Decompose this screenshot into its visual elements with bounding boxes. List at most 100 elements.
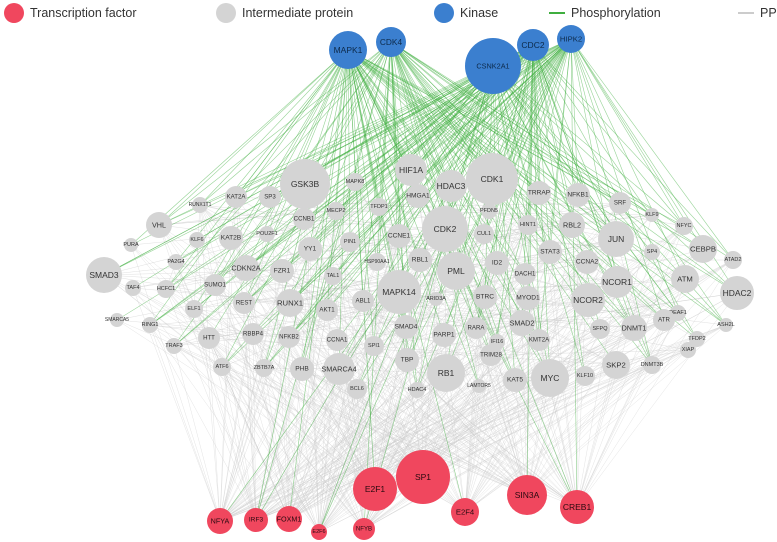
node-kat5: KAT5 xyxy=(503,368,527,392)
node-label: PA2G4 xyxy=(167,259,184,265)
ppi-edge xyxy=(526,328,601,496)
node-circle xyxy=(142,317,158,333)
node-label: POU2F1 xyxy=(256,231,277,237)
ppi-edge xyxy=(255,368,303,521)
node-elf1: ELF1 xyxy=(185,300,203,318)
node-label: CCNB1 xyxy=(294,216,315,223)
node-circle xyxy=(280,159,330,209)
node-circle xyxy=(509,310,535,336)
node-label: HINT1 xyxy=(520,222,536,228)
node-pfdn5: PFDN5 xyxy=(480,203,498,219)
ppi-edge xyxy=(464,364,617,513)
node-label: AKT1 xyxy=(319,307,335,314)
phosphorylation-edge xyxy=(570,38,679,314)
node-label: IFI16 xyxy=(491,339,504,345)
node-ring1: RING1 xyxy=(142,317,158,333)
phosphorylation-edge xyxy=(199,49,349,206)
node-label: RB1 xyxy=(438,368,455,378)
ppi-edge xyxy=(288,309,328,520)
node-label: ATR xyxy=(658,317,670,324)
phosphorylation-edge xyxy=(347,49,653,216)
node-nfyb: NFYB xyxy=(353,518,375,540)
node-circle xyxy=(225,186,247,208)
phosphorylation-edge xyxy=(158,49,349,226)
node-ccna1: CCNA1 xyxy=(326,329,348,351)
phosphorylation-edge xyxy=(532,44,698,340)
node-label: CDK1 xyxy=(481,174,504,184)
phosphorylation-edge xyxy=(450,38,572,187)
node-circle xyxy=(276,289,304,317)
node-circle xyxy=(609,192,631,214)
ppi-edge xyxy=(130,244,221,522)
node-circle xyxy=(353,518,375,540)
node-circle xyxy=(395,154,427,186)
phosphorylation-edge xyxy=(356,38,572,390)
node-label: ATAD2 xyxy=(725,257,742,263)
node-label: TBP xyxy=(401,357,414,364)
node-label: NFYA xyxy=(211,517,230,526)
node-sin3a: SIN3A xyxy=(507,475,547,515)
node-label: DACH1 xyxy=(515,271,536,278)
node-label: TRRAP xyxy=(528,190,551,197)
node-label: MYOD1 xyxy=(516,295,540,302)
node-dnmt3b: DNMT3B xyxy=(641,356,664,374)
ppi-edge xyxy=(332,275,578,508)
node-circle xyxy=(465,38,521,94)
node-circle xyxy=(531,359,569,397)
node-klf6: KLF6 xyxy=(189,232,205,248)
node-circle xyxy=(601,266,633,298)
node-label: PURA xyxy=(123,242,139,248)
node-sfpq: SFPQ xyxy=(590,319,610,339)
node-circle xyxy=(157,280,175,298)
node-label: RARA xyxy=(468,325,486,332)
node-label: SIN3A xyxy=(515,490,540,500)
ppi-edge xyxy=(103,274,528,496)
ppi-edge xyxy=(165,288,320,533)
ppi-edge xyxy=(464,354,492,513)
ppi-edge xyxy=(149,324,257,521)
ppi-edge xyxy=(103,274,376,490)
node-circle xyxy=(387,224,411,248)
node-creb1: CREB1 xyxy=(560,490,594,524)
kinase-swatch-icon xyxy=(434,3,454,23)
phosphorylation-edge xyxy=(130,49,349,246)
phosphorylation-edge xyxy=(532,44,601,330)
node-circle xyxy=(396,450,450,504)
node-ncor2: NCOR2 xyxy=(571,283,605,317)
node-circle xyxy=(409,382,425,398)
phosphorylation-edge xyxy=(570,38,686,280)
node-smad2: SMAD2 xyxy=(509,310,535,336)
node-ccnb1: CCNB1 xyxy=(293,208,315,230)
ppi-edge xyxy=(173,345,365,530)
node-klf9: KLF9 xyxy=(645,208,659,222)
node-circle xyxy=(472,379,486,393)
node-stat3: STAT3 xyxy=(538,240,562,264)
node-label: BTRC xyxy=(476,294,494,301)
node-label: ZBTB7A xyxy=(254,365,275,371)
node-circle xyxy=(166,338,182,354)
node-label: CDC2 xyxy=(521,40,544,50)
node-pml: PML xyxy=(437,252,475,290)
ppi-edge xyxy=(318,262,498,533)
node-label: HTT xyxy=(203,335,215,342)
node-circle xyxy=(435,170,467,202)
node-label: PFDN5 xyxy=(480,208,498,214)
phosphorylation-edge xyxy=(263,44,534,369)
node-label: PHB xyxy=(295,366,309,373)
ppi-edge xyxy=(196,239,528,496)
node-zbtb7a: ZBTB7A xyxy=(254,359,275,377)
intermediate-protein-swatch-icon xyxy=(216,3,236,23)
phosphorylation-edge xyxy=(390,41,492,356)
legend-intermediate-protein: Intermediate protein xyxy=(216,2,353,24)
node-circle xyxy=(557,25,585,53)
ppi-edge xyxy=(219,388,358,522)
node-circle xyxy=(219,226,243,250)
ppi-edge xyxy=(219,309,328,522)
node-label: STAT3 xyxy=(540,249,560,256)
node-traf3: TRAF3 xyxy=(165,338,183,354)
node-trim28: TRIM28 xyxy=(480,344,502,366)
phosphorylation-edge xyxy=(570,38,734,261)
phosphorylation-edge xyxy=(376,41,392,263)
node-circle xyxy=(643,356,661,374)
